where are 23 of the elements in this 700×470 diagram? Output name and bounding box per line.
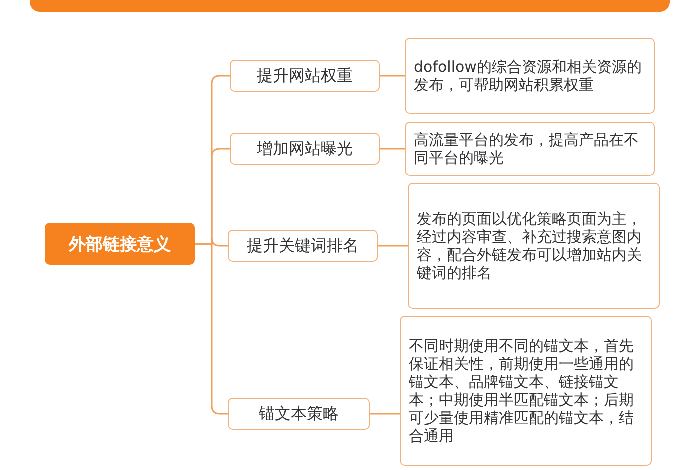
topic-label: 提升关键词排名: [247, 236, 359, 256]
topic-label: 外部链接意义: [69, 234, 171, 256]
connector-line: [378, 245, 408, 247]
topic-box: [228, 230, 378, 262]
description-box: [405, 38, 655, 114]
description-box: [400, 316, 652, 466]
connector-line: [380, 75, 405, 77]
topic-box: [230, 60, 380, 92]
root-topic-box: [45, 223, 195, 265]
connector-line: [195, 243, 228, 415]
description-text: 不同时期使用不同的锚文本，首先保证相关性，前期使用一些通用的锚文本、品牌锚文本、链接锚文本；中期使用半匹配锚文本；后期可少量使用精准匹配的锚文本，结合通用: [409, 337, 635, 445]
topic-label: 锚文本策略: [259, 404, 339, 424]
connector-line: [380, 148, 405, 150]
description-text: dofollow的综合资源和相关资源的发布，可帮助网站积累权重: [414, 58, 643, 94]
description-text: 发布的页面以优化策略页面为主，经过内容审查、补充过搜索意图内容，配合外链发布可以增加站内关键词的排名: [417, 210, 643, 282]
description-box: [408, 183, 660, 309]
topic-box: [228, 398, 370, 430]
description-text: 高流量平台的发布，提高产品在不同平台的曝光: [414, 131, 640, 167]
topic-box: [230, 133, 380, 165]
topic-label: 增加网站曝光: [257, 138, 353, 160]
connector-line: [370, 413, 400, 415]
topic-label: 提升网站权重: [257, 66, 353, 86]
description-box: [405, 122, 655, 176]
